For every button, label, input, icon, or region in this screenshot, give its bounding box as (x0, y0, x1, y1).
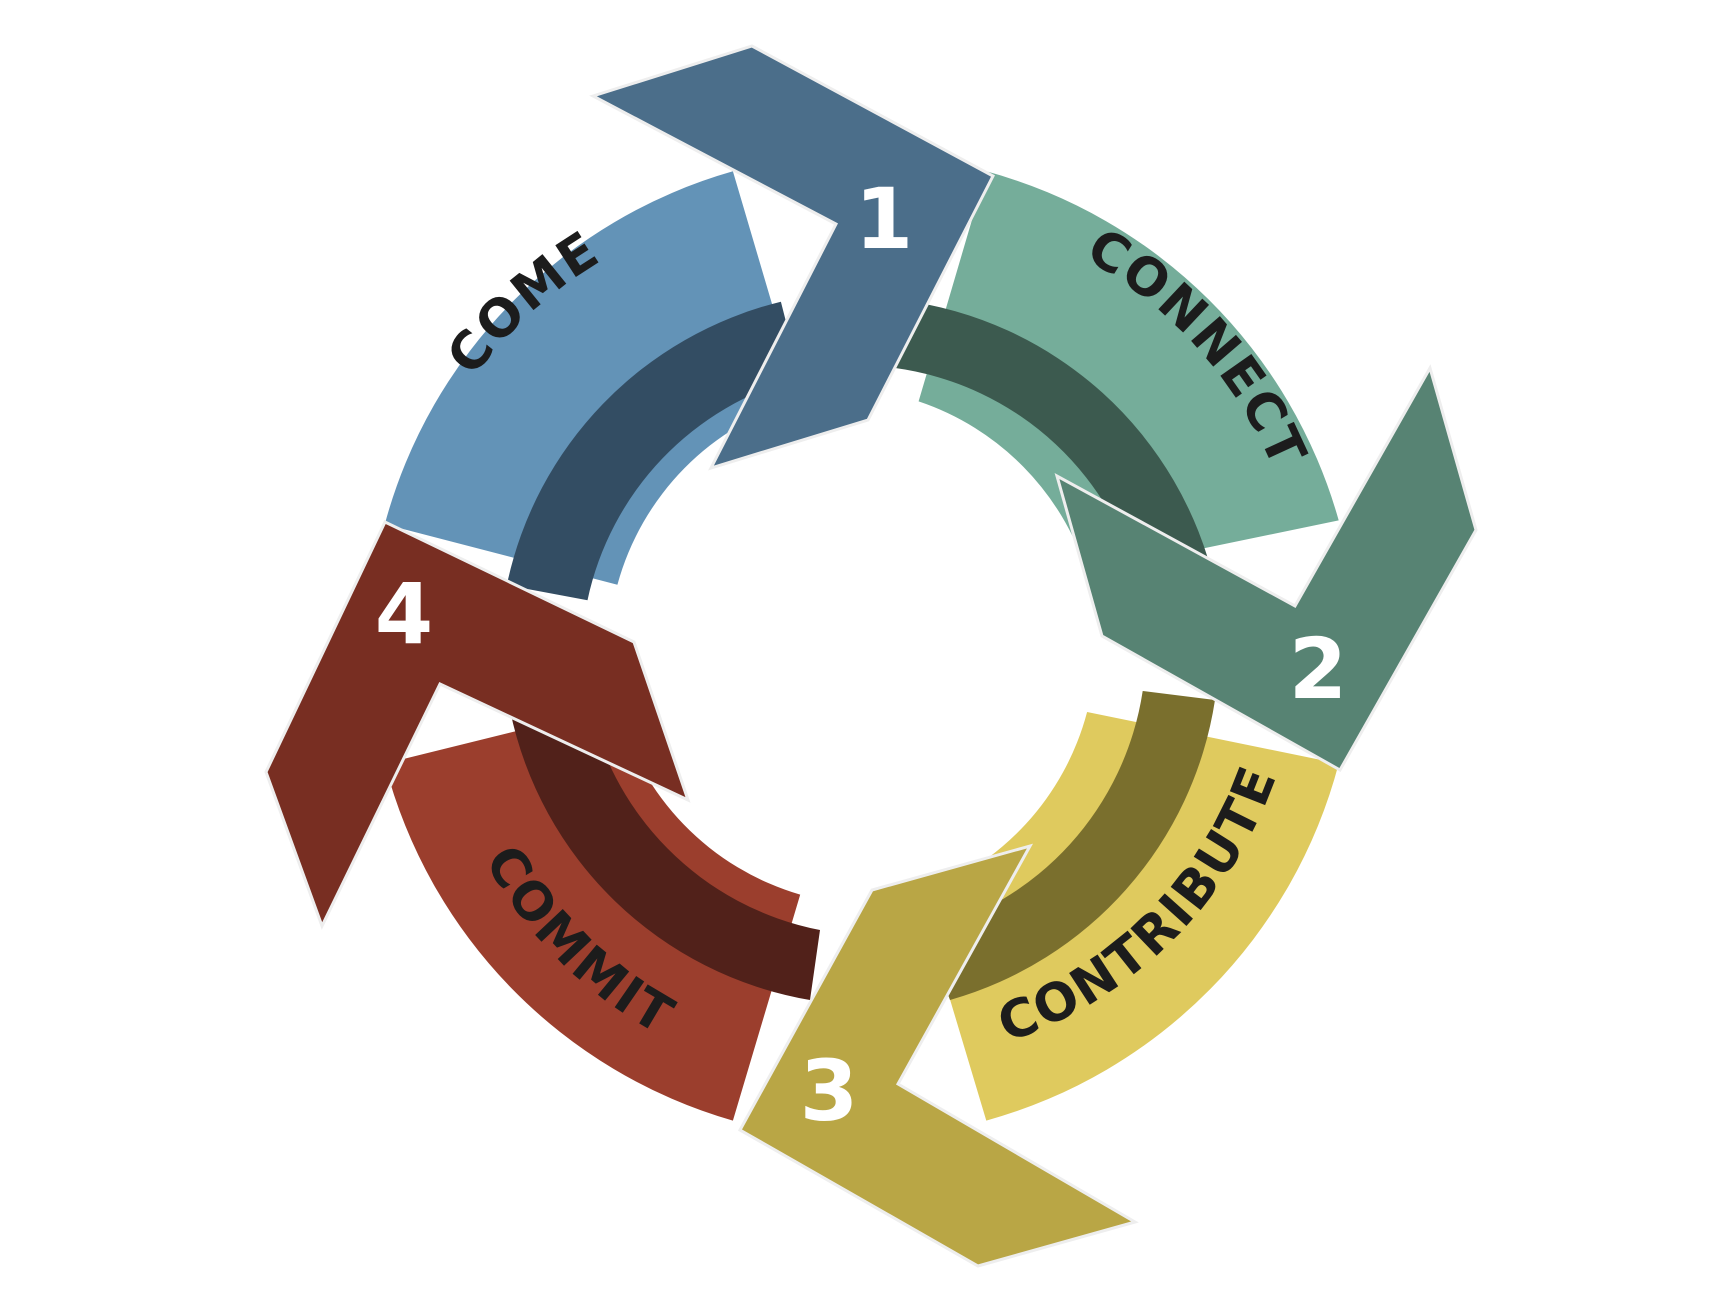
arrow-4 (264, 519, 691, 930)
stage-3-number: 3 (800, 1042, 858, 1140)
arrow-3 (737, 843, 1139, 1268)
contribute-inner-track (924, 691, 1215, 1000)
stage-4-number: 4 (375, 565, 433, 663)
commit-band (384, 706, 801, 1121)
connect-band (918, 171, 1339, 573)
commit-inner-track (510, 695, 820, 1000)
stage-2-number: 2 (1289, 620, 1347, 718)
arrow-1 (589, 44, 996, 471)
come-band (384, 171, 801, 585)
contribute-band (918, 712, 1339, 1121)
come-inner-track (506, 301, 801, 601)
stage-1-number: 1 (855, 170, 913, 268)
arrow-2 (1054, 364, 1478, 773)
